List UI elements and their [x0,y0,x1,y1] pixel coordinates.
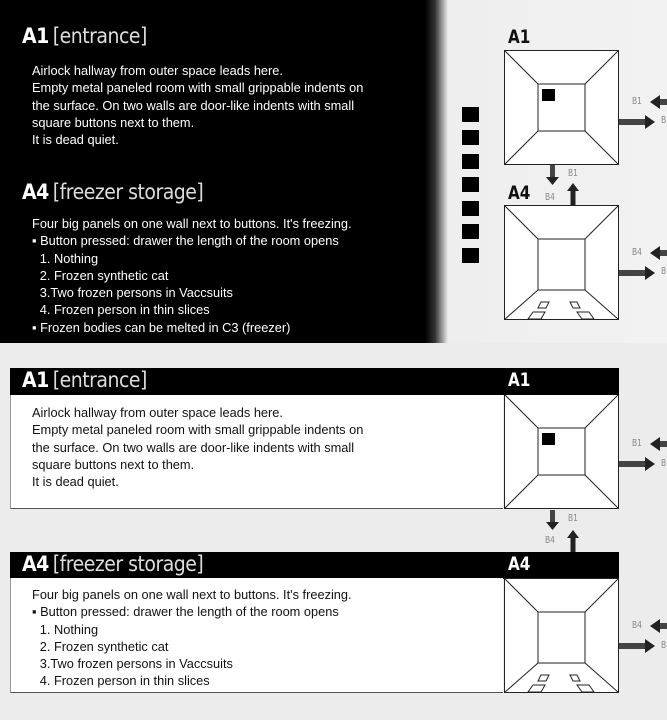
marker-square [462,154,479,169]
room-a4-description: Four big panels on one wall next to butt… [32,215,352,336]
room-name: [freezer storage] [52,180,204,204]
connector-up-label: B1 [568,513,578,524]
marker-square [462,107,479,122]
marker-square [462,224,479,239]
dark-layout-section: A1[entrance] Airlock hallway from outer … [0,0,667,343]
connector-down-label: B4 [545,535,555,546]
list-item: 1. Nothing [39,250,99,266]
room-name: [entrance] [52,24,148,48]
room-a1-map [504,395,619,509]
bullet: ▪ Button pressed: drawer the length of t… [32,604,339,620]
room-code: A4 [22,180,49,204]
bullet: ▪ Frozen bodies can be melted in C3 (fre… [32,319,291,335]
room-a1-description: Airlock hallway from outer space leads h… [32,404,363,490]
connector-down-label: B4 [545,192,555,203]
connector-up-label: B1 [568,168,578,179]
list-item: 2. Frozen synthetic cat [39,638,169,654]
room-a1-title: A1[entrance] [22,24,147,48]
bullet: ▪ Button pressed: drawer the length of t… [32,233,339,249]
list-item: 3.Two frozen persons in Vaccsuits [39,285,233,301]
exit-arrows [619,246,667,280]
exit-out-label: B [661,115,667,126]
text-line: the surface. On two walls are door-like … [32,97,355,113]
exit-arrows [619,95,667,129]
list-item: 1. Nothing [39,621,99,637]
text-line: Four big panels on one wall next to butt… [32,216,352,231]
text-line: It is dead quiet. [32,132,119,148]
text-line: It is dead quiet. [32,474,119,490]
connector-arrows [546,510,579,552]
exit-arrows [619,619,667,653]
exit-in-label: B4 [632,620,642,631]
list-item: 4. Frozen person in thin slices [39,673,210,689]
exit-in-label: B4 [632,247,642,258]
room-name: [freezer storage] [52,552,204,576]
map-label-a4: A4 [508,553,531,575]
text-line: Empty metal paneled room with small grip… [32,80,364,96]
room-a4-title: A4[freezer storage] [22,180,204,204]
room-a4-map [504,578,619,693]
map-label-a1: A1 [508,26,531,48]
text-line: Airlock hallway from outer space leads h… [32,63,283,78]
room-a4-map [504,205,619,320]
marker-square [462,248,479,263]
room-a4-description: Four big panels on one wall next to butt… [32,586,352,690]
room-a1-map [504,50,619,165]
marker-square [462,177,479,192]
room-a4-box [10,578,503,693]
room-code: A1 [22,368,49,392]
map-label-a1: A1 [508,369,531,391]
exit-out-label: B [661,458,667,469]
text-line: square buttons next to them. [32,456,195,472]
text-line: Empty metal paneled room with small grip… [32,422,364,438]
marker-square [462,130,479,145]
exit-out-label: B [661,266,667,277]
text-line: Four big panels on one wall next to butt… [32,587,352,602]
exit-in-label: B1 [632,96,642,107]
room-a1-box [10,395,503,509]
room-a4-header-bar [10,552,619,579]
exit-in-label: B1 [632,438,642,449]
text-line: square buttons next to them. [32,114,195,130]
room-a1-title: A1[entrance] [22,368,147,392]
room-a1-description: Airlock hallway from outer space leads h… [32,62,363,148]
room-a1-header-bar [10,368,619,395]
list-item: 2. Frozen synthetic cat [39,267,169,283]
text-line: the surface. On two walls are door-like … [32,439,355,455]
room-code: A1 [22,24,49,48]
text-line: Airlock hallway from outer space leads h… [32,405,283,420]
exit-arrows [619,437,667,471]
exit-out-label: B [661,640,667,651]
room-a4-title: A4[freezer storage] [22,552,204,576]
room-name: [entrance] [52,368,148,392]
map-label-a4: A4 [508,182,531,204]
marker-square [462,201,479,216]
room-code: A4 [22,552,49,576]
list-item: 3.Two frozen persons in Vaccsuits [39,656,233,672]
connector-arrows [546,165,579,205]
list-item: 4. Frozen person in thin slices [39,302,210,318]
